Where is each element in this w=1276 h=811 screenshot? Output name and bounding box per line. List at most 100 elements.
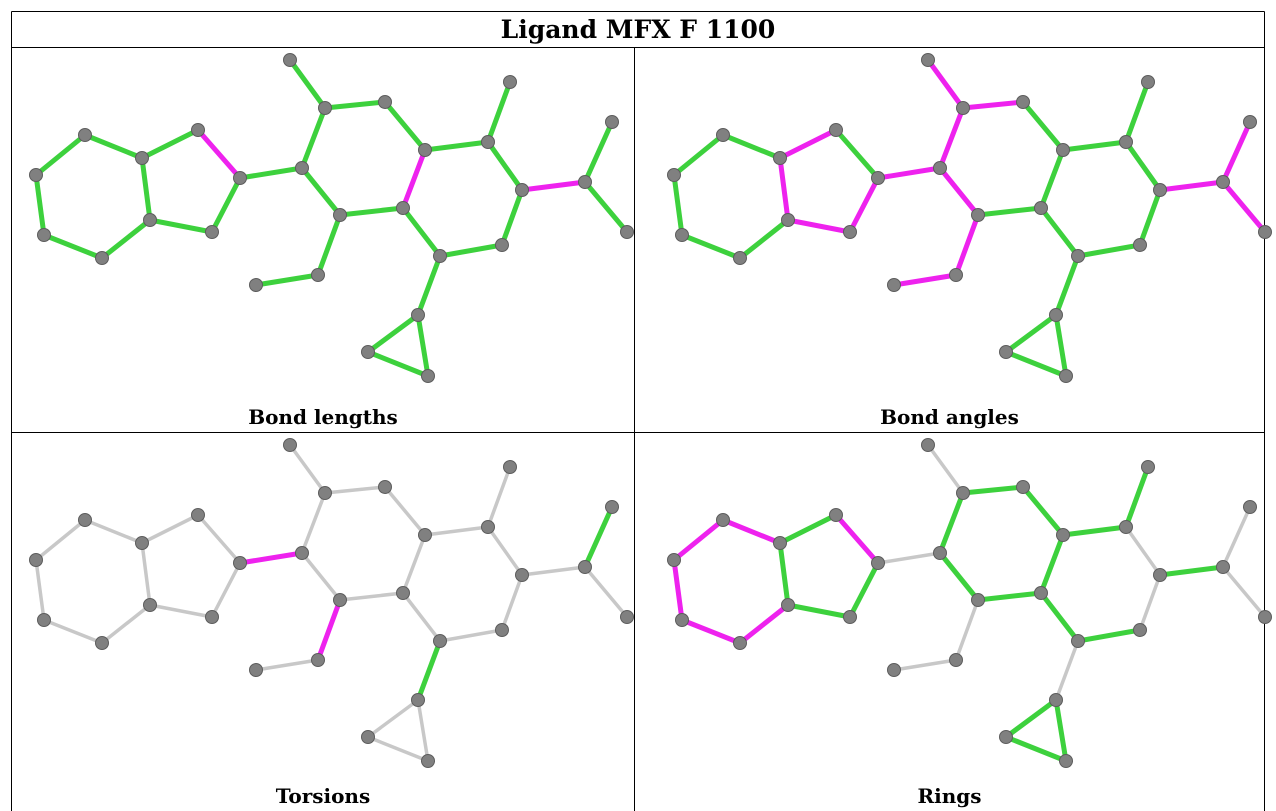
atom	[421, 369, 435, 383]
atom	[773, 151, 787, 165]
atom	[29, 168, 43, 182]
atom	[829, 123, 843, 137]
atom	[843, 610, 857, 624]
bond-unscored	[1221, 565, 1267, 619]
atom	[1016, 95, 1030, 109]
atom	[1243, 115, 1257, 129]
atom	[1243, 500, 1257, 514]
bond-unscored	[300, 491, 327, 555]
atom	[1153, 183, 1167, 197]
atom	[191, 508, 205, 522]
atoms	[667, 53, 1272, 383]
atom	[396, 201, 410, 215]
bond-ok	[253, 272, 321, 288]
atom	[667, 553, 681, 567]
atom	[1056, 143, 1070, 157]
atom	[421, 754, 435, 768]
atom	[1056, 528, 1070, 542]
atom	[418, 143, 432, 157]
bond-ok	[1020, 484, 1066, 538]
atom	[143, 598, 157, 612]
bond-unscored	[148, 603, 214, 619]
bond-outlier	[960, 99, 1026, 111]
bond-unscored	[876, 551, 942, 565]
bond-ok	[679, 232, 743, 261]
bond-unscored	[140, 513, 200, 545]
atom	[956, 486, 970, 500]
atom	[318, 101, 332, 115]
bond-angles-caption: Bond angles	[880, 405, 1019, 429]
atom	[971, 208, 985, 222]
bond-outlier	[195, 127, 243, 181]
bond-ok	[382, 99, 428, 153]
bond-outlier	[237, 550, 305, 566]
atom	[29, 553, 43, 567]
atom	[605, 115, 619, 129]
atom	[733, 251, 747, 265]
bond-ok	[485, 79, 513, 145]
bond-ok	[1137, 187, 1163, 248]
bond-ok	[415, 638, 443, 703]
atom	[716, 128, 730, 142]
bond-unscored	[210, 561, 242, 619]
atom	[1153, 568, 1167, 582]
atom	[1034, 586, 1048, 600]
bond-ok	[1003, 697, 1059, 740]
torsions-caption: Torsions	[275, 784, 371, 808]
bond-lengths-caption: Bond lengths	[248, 405, 398, 429]
atom	[1071, 634, 1085, 648]
atom	[773, 536, 787, 550]
bond-ok	[1003, 734, 1069, 764]
atom	[37, 228, 51, 242]
bond-outlier	[1220, 119, 1253, 185]
bond-unscored	[140, 541, 152, 607]
bond-ok	[82, 132, 145, 161]
atom	[829, 508, 843, 522]
atom	[971, 593, 985, 607]
atom	[295, 161, 309, 175]
atom	[418, 528, 432, 542]
atom	[1059, 369, 1073, 383]
bond-ok	[1060, 524, 1129, 538]
bond-ok	[415, 253, 443, 318]
atom	[233, 556, 247, 570]
bond-ok	[400, 205, 443, 259]
bond-ok	[237, 165, 305, 181]
atom	[1258, 610, 1272, 624]
bond-ok	[1038, 532, 1066, 596]
figure-title: Ligand MFX F 1100	[500, 14, 776, 44]
atom	[1071, 249, 1085, 263]
atom	[675, 613, 689, 627]
bond-unscored	[1221, 505, 1252, 569]
bond-ok	[720, 132, 783, 161]
bond-unscored	[1138, 573, 1162, 632]
bond-outlier	[777, 155, 791, 223]
atom	[1049, 308, 1063, 322]
atom	[503, 460, 517, 474]
atom	[871, 556, 885, 570]
bond-ok	[975, 590, 1044, 603]
bonds	[671, 57, 1268, 379]
atom	[1141, 460, 1155, 474]
bond-outlier	[891, 272, 959, 288]
bond-outlier	[925, 57, 966, 111]
bond-unscored	[288, 443, 327, 495]
atoms	[29, 53, 634, 383]
bond-unscored	[254, 658, 320, 672]
bond-unscored	[401, 591, 442, 643]
atom	[605, 500, 619, 514]
bond-ok	[1038, 205, 1081, 259]
bond-ok	[33, 132, 88, 178]
atom	[78, 513, 92, 527]
atom	[667, 168, 681, 182]
atom	[433, 634, 447, 648]
atom	[999, 730, 1013, 744]
bond-ok	[847, 560, 881, 620]
bond-outlier	[833, 512, 881, 566]
atom	[999, 345, 1013, 359]
bond-unscored	[100, 603, 152, 645]
bond-ok	[315, 212, 343, 278]
bond-ok	[1075, 242, 1143, 259]
atom	[515, 568, 529, 582]
atom	[495, 238, 509, 252]
